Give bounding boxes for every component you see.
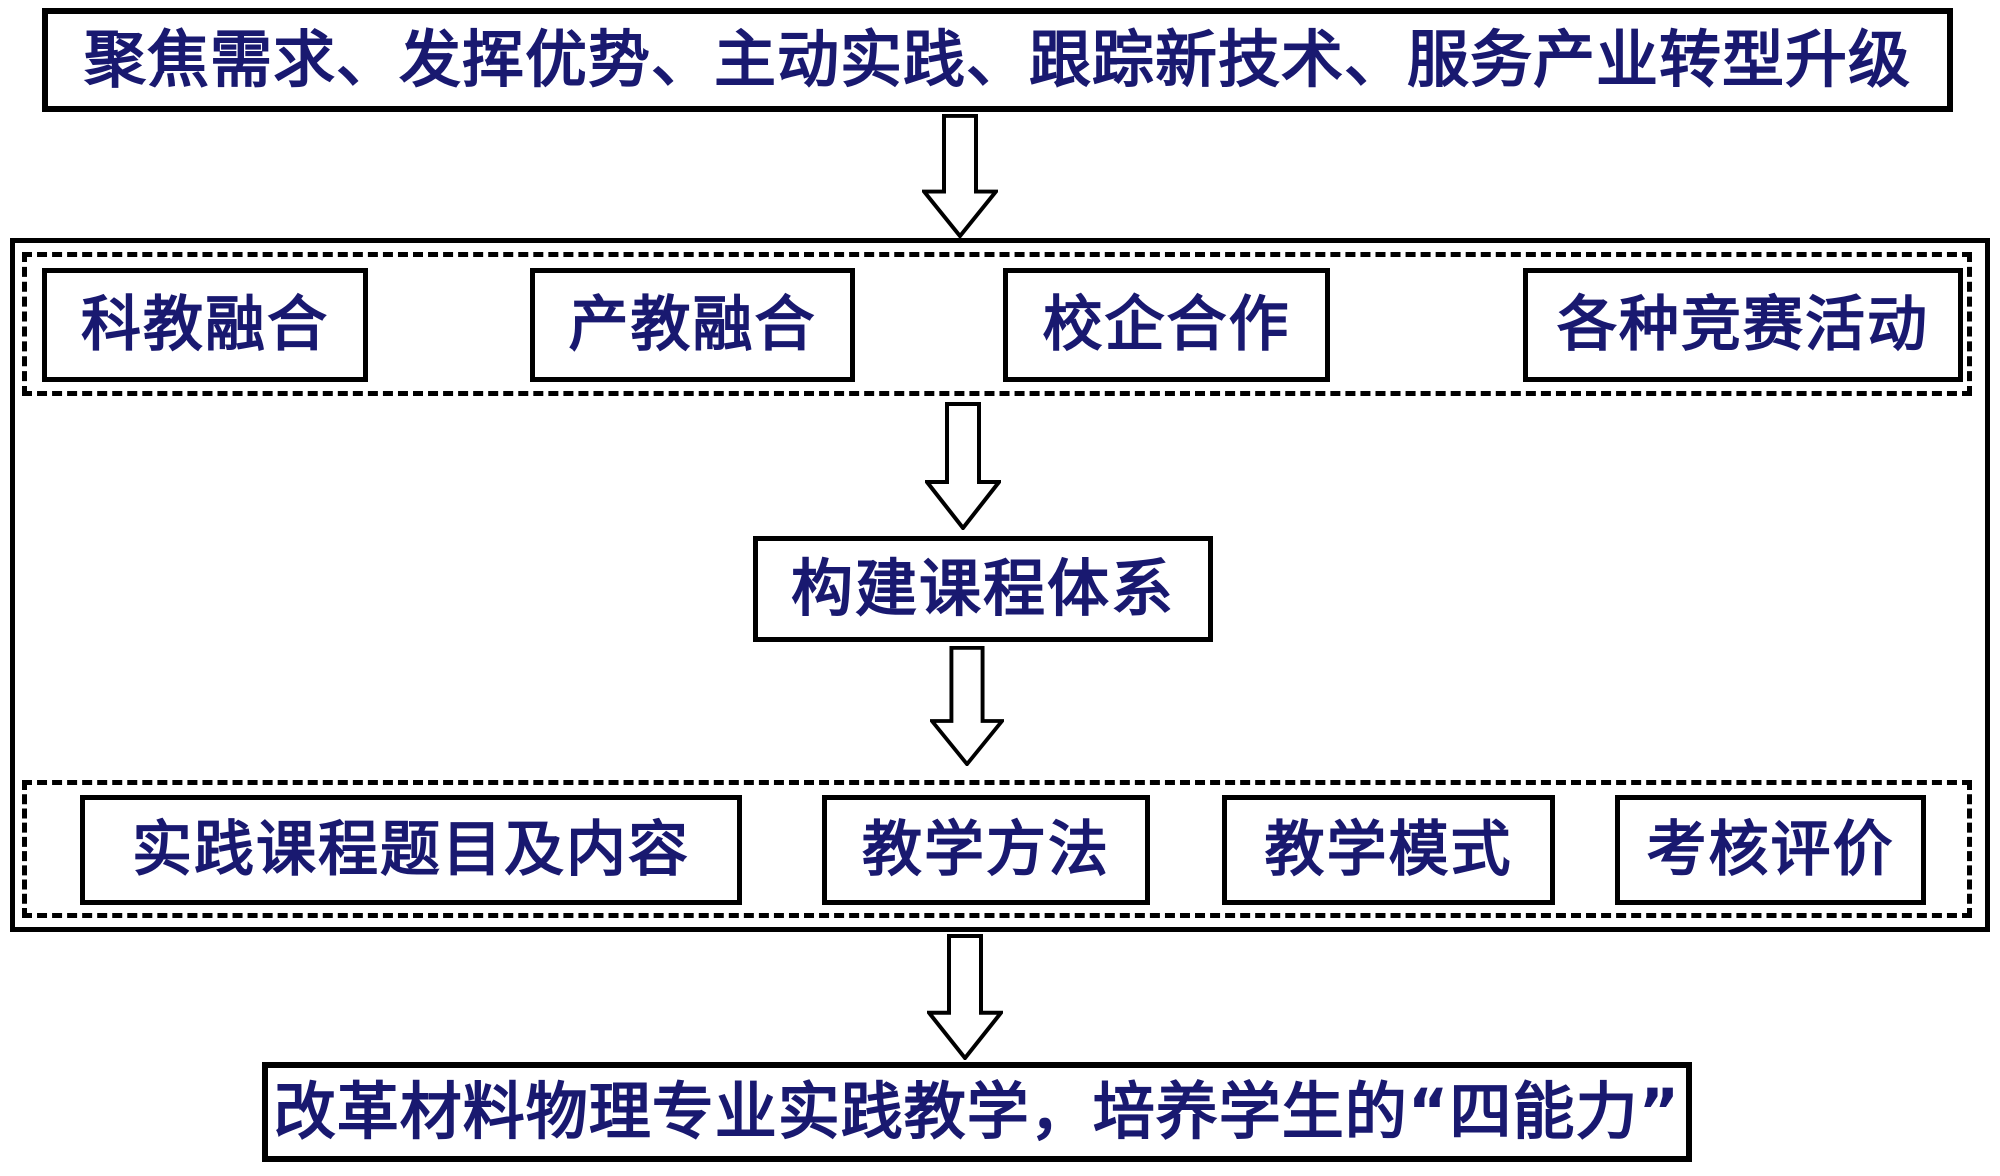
- down-arrow-icon: [927, 934, 1003, 1060]
- bottom-banner-box: 改革材料物理专业实践教学，培养学生的“四能力”: [262, 1062, 1692, 1162]
- down-arrow-icon: [922, 114, 998, 238]
- element-box-teaching-modes: 教学模式: [1222, 795, 1555, 905]
- approach-box-industry-education: 产教融合: [530, 268, 855, 382]
- down-arrow-icon: [930, 646, 1004, 766]
- approach-box-competitions: 各种竞赛活动: [1523, 268, 1963, 382]
- approaches-dashed-group: [22, 252, 1972, 396]
- approach-box-science-education: 科教融合: [42, 268, 368, 382]
- element-box-course-topics: 实践课程题目及内容: [80, 795, 742, 905]
- down-arrow-icon: [925, 402, 1001, 530]
- curriculum-system-box: 构建课程体系: [753, 536, 1213, 642]
- elements-dashed-group: [22, 780, 1972, 918]
- element-box-teaching-methods: 教学方法: [822, 795, 1150, 905]
- top-banner-box: 聚焦需求、发挥优势、主动实践、跟踪新技术、服务产业转型升级: [42, 8, 1953, 112]
- element-box-assessment: 考核评价: [1615, 795, 1926, 905]
- approach-box-school-enterprise: 校企合作: [1003, 268, 1330, 382]
